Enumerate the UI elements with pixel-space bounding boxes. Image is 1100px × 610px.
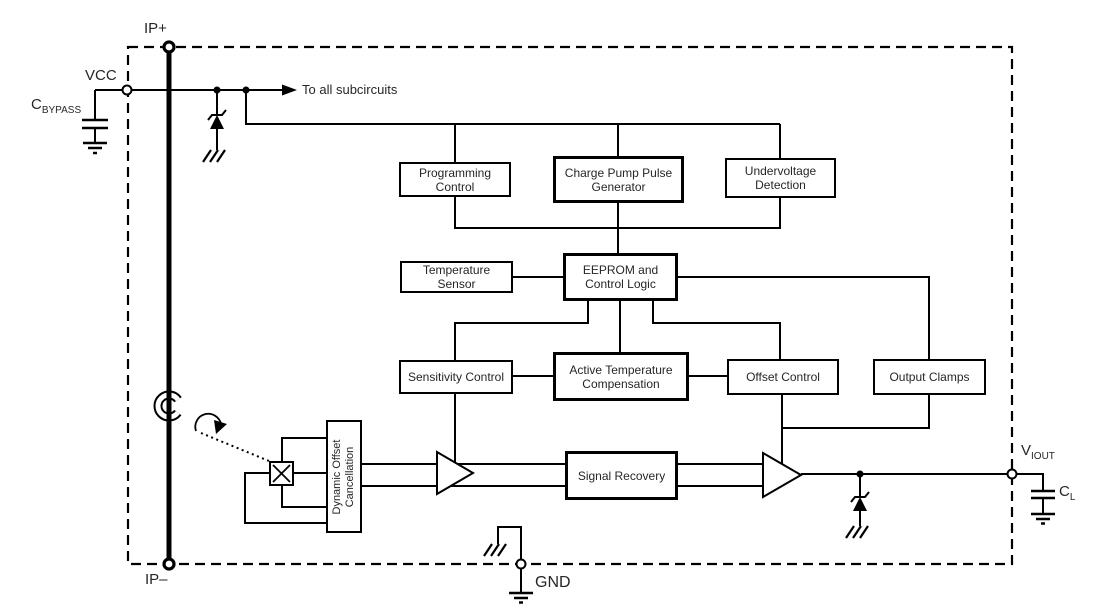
hall-coupling-dotted-line bbox=[200, 432, 270, 462]
junction-dot bbox=[856, 470, 864, 478]
viout-terminal bbox=[1006, 468, 1018, 480]
earth-ground-icon bbox=[509, 591, 533, 604]
junction-dot bbox=[213, 86, 221, 94]
block-signal-recovery: Signal Recovery bbox=[565, 451, 678, 500]
wires bbox=[94, 89, 1044, 592]
supply-arrow-icon bbox=[282, 84, 297, 96]
block-dynamic-offset-cancellation: Dynamic Offset Cancellation bbox=[326, 420, 362, 533]
block-active-temperature-compensation: Active Temperature Compensation bbox=[553, 352, 689, 401]
rotation-arrow-icon bbox=[194, 412, 227, 434]
zener-diode-icon bbox=[850, 491, 870, 511]
chip-boundary bbox=[126, 45, 1014, 566]
ip-plus-label: IP+ bbox=[144, 20, 167, 37]
bypass-capacitor-icon bbox=[82, 118, 108, 130]
hall-plate-icon bbox=[269, 461, 294, 486]
earth-ground-icon bbox=[1031, 512, 1055, 525]
vcc-terminal bbox=[121, 84, 133, 96]
block-programming-control: Programming Control bbox=[399, 162, 511, 197]
block-temperature-sensor: Temperature Sensor bbox=[400, 261, 513, 293]
to-all-subcircuits-label: To all subcircuits bbox=[302, 82, 398, 97]
viout-label: VIOUT bbox=[1021, 442, 1055, 462]
block-output-clamps: Output Clamps bbox=[873, 359, 986, 395]
zener-diode-icon bbox=[207, 109, 227, 129]
block-charge-pump: Charge Pump Pulse Generator bbox=[553, 156, 684, 203]
cl-label: CL bbox=[1059, 483, 1076, 503]
vcc-label: VCC bbox=[85, 67, 117, 84]
chassis-ground-icon bbox=[845, 525, 869, 539]
load-capacitor-icon bbox=[1031, 489, 1055, 500]
amplifier-icon bbox=[436, 450, 475, 496]
block-undervoltage-detection: Undervoltage Detection bbox=[725, 158, 836, 198]
block-sensitivity-control: Sensitivity Control bbox=[399, 360, 513, 394]
chassis-ground-icon bbox=[202, 149, 226, 163]
ip-minus-label: IP– bbox=[145, 571, 168, 588]
amplifier-icon bbox=[762, 451, 803, 499]
ip-minus-terminal bbox=[162, 557, 176, 571]
junction-dot bbox=[242, 86, 250, 94]
ip-plus-terminal bbox=[162, 40, 176, 54]
gnd-terminal bbox=[515, 558, 527, 570]
block-eeprom-control-logic: EEPROM and Control Logic bbox=[563, 253, 678, 301]
gnd-label: GND bbox=[535, 574, 571, 591]
chassis-ground-icon bbox=[483, 543, 507, 557]
earth-ground-icon bbox=[83, 141, 107, 155]
block-offset-control: Offset Control bbox=[727, 359, 839, 395]
cbypass-label: CBYPASS bbox=[31, 96, 82, 116]
